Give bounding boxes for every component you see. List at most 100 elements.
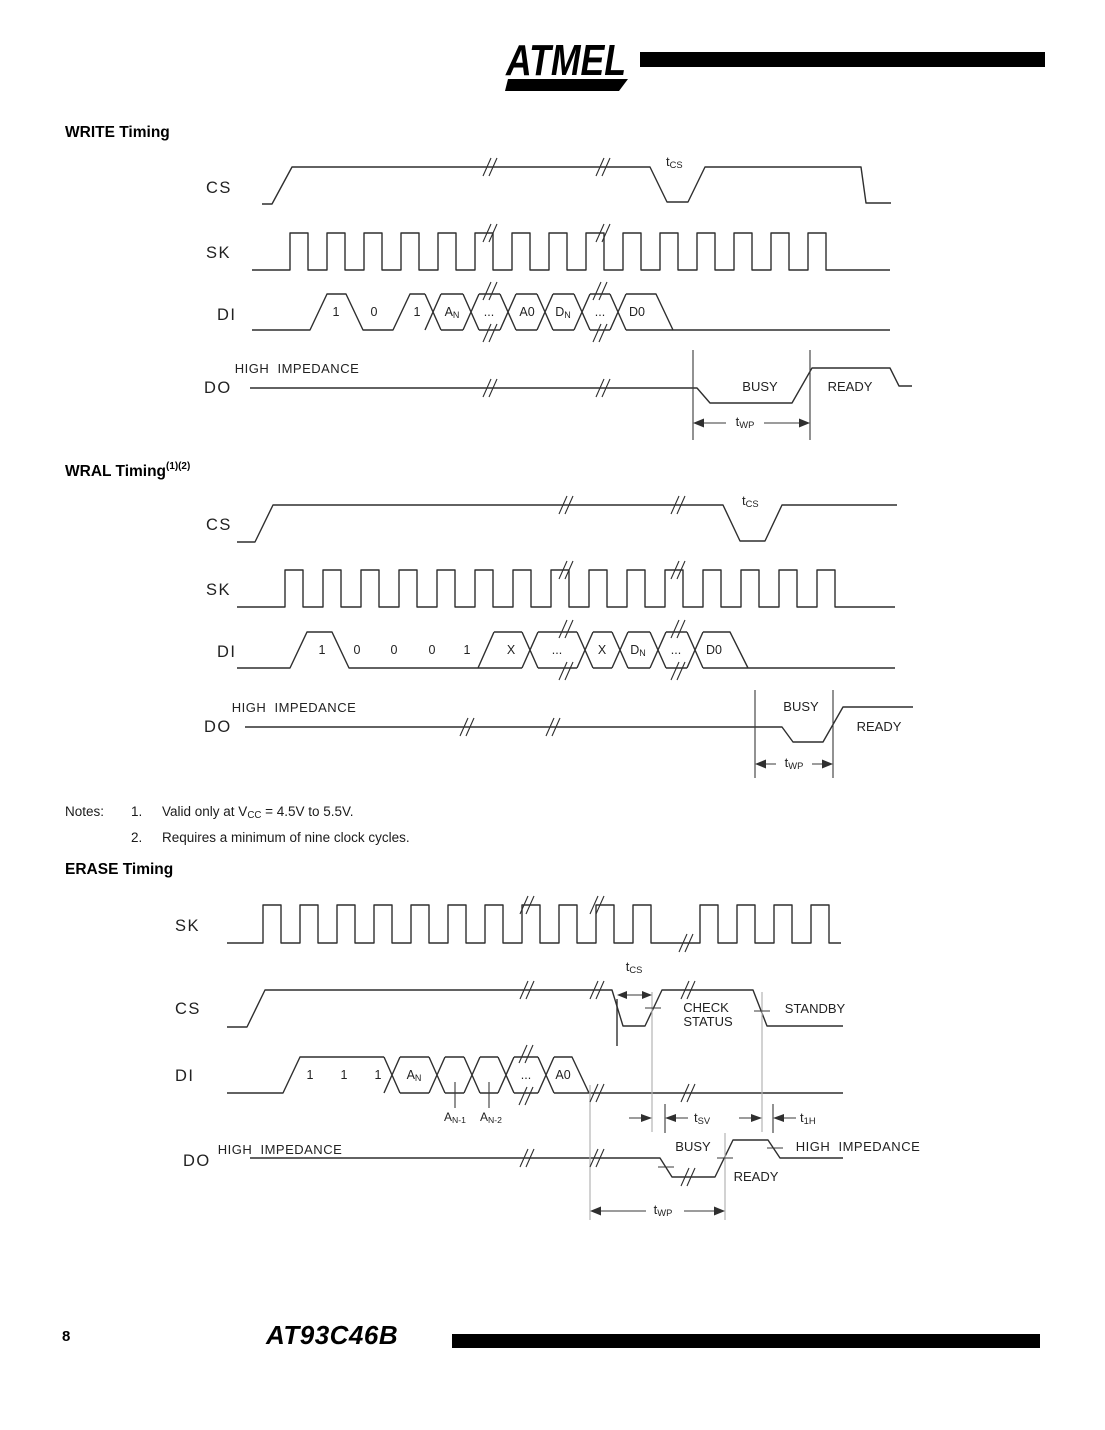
write-di-bit: 1 [413,305,421,319]
wral-timing-diagram [237,504,913,778]
erase-gray-reference-lines [589,992,763,1220]
wral-ready-label: READY [856,719,902,734]
erase-valid-boundary-lines [664,1104,774,1133]
write-busy-label: BUSY [742,379,778,394]
notes-label: Notes: [65,804,105,819]
erase-high-impedance-left-label: HIGH IMPEDANCE [217,1142,343,1157]
write-di-bit: AN [444,305,460,320]
write-do-waveform [250,367,912,404]
wral-di-bit: DN [630,643,646,658]
erase-di-waveform [227,1056,843,1094]
wral-timing-heading: WRAL Timing(1)(2) [65,461,191,480]
note-2-text: Requires a minimum of nine clock cycles. [162,830,410,845]
erase-status-label: STATUS [683,1014,733,1029]
wral-di-bit: 0 [428,643,436,657]
erase-di-label: DI [175,1067,195,1085]
write-ready-label: READY [827,379,873,394]
erase-di-crossings [383,1056,555,1094]
erase-cs-label: CS [175,1000,201,1018]
write-twp-boundary-lines [692,350,811,440]
write-di-bit: DN [555,305,571,320]
wral-do-waveform [245,706,913,743]
note-2-number: 2. [131,830,143,845]
write-di-waveform [252,293,890,331]
wral-cs-label: CS [206,516,232,534]
erase-an2-label: AN-2 [480,1110,502,1125]
atmel-logo-text: ATMEL [505,36,626,85]
measurement-arrowheads [590,418,833,1216]
erase-di-leader-lines [454,1082,490,1108]
erase-di-bit: AN [406,1068,422,1083]
write-di-bit: ... [483,305,495,319]
write-di-bit: 0 [370,305,378,319]
write-timing-heading: WRITE Timing [65,124,170,141]
write-di-crossings [424,293,627,331]
erase-di-bit: A0 [555,1068,571,1082]
erase-tsv-annotation: tSV [694,1110,711,1126]
wral-di-label: DI [217,643,237,661]
wral-di-bit: X [506,643,516,657]
header-rule [640,52,1045,67]
write-di-label: DI [217,306,237,324]
erase-edge-tick-marks [645,1007,783,1168]
erase-di-bit: ... [520,1068,532,1082]
atmel-logo: ATMEL [505,30,630,99]
erase-sk-waveform [227,904,841,944]
write-cs-label: CS [206,179,232,197]
erase-cs-waveform [227,989,843,1028]
wral-di-bit: X [597,643,607,657]
wral-di-waveform [237,631,895,669]
page-number: 8 [62,1328,71,1345]
write-twp-annotation: tWP [735,414,755,430]
wral-tcs-annotation: tCS [742,493,759,509]
write-sk-label: SK [206,244,232,262]
wral-di-bit: 0 [390,643,398,657]
wral-di-bit: ... [551,643,563,657]
write-di-bit: D0 [629,305,645,319]
wral-di-crossings [521,631,704,669]
note-1-number: 1. [131,804,143,819]
erase-check-label: CHECK [683,1000,729,1015]
write-di-bit: A0 [519,305,535,319]
wral-di-bit: D0 [706,643,722,657]
wral-cs-waveform [237,504,897,543]
erase-an1-label: AN-1 [444,1110,466,1125]
write-sk-waveform [252,232,890,271]
atmel-logo-graphic: ATMEL [505,36,628,91]
write-cs-waveform [262,166,891,205]
wral-di-bit: 1 [318,643,326,657]
erase-di-bit: 1 [374,1068,382,1082]
erase-tcs-annotation: tCS [625,959,643,975]
erase-twp-annotation: tWP [653,1202,673,1218]
wral-twp-annotation: tWP [784,755,804,771]
part-number: AT93C46B [266,1320,399,1350]
erase-di-bit: 1 [306,1068,314,1082]
wral-di-bit: 0 [353,643,361,657]
wral-di-bit: 1 [463,643,471,657]
erase-arrow-shafts [601,994,796,1212]
wral-twp-boundary-lines [754,690,834,778]
wral-sk-label: SK [206,581,232,599]
write-di-bit: 1 [332,305,340,319]
write-high-impedance-label: HIGH IMPEDANCE [234,361,360,376]
break-marks [459,157,696,1187]
atmel-logo-underline [505,79,628,91]
wral-do-label: DO [204,718,232,736]
erase-di-bit: 1 [340,1068,348,1082]
erase-ready-label: READY [733,1169,779,1184]
wral-sk-waveform [237,569,895,608]
write-di-bit: ... [594,305,606,319]
erase-t1h-annotation: t1H [800,1110,816,1126]
note-1-text: Valid only at VCC = 4.5V to 5.5V. [162,804,354,821]
erase-timing-diagram [227,904,843,1220]
write-tcs-annotation: tCS [666,154,683,170]
erase-standby-label: STANDBY [784,1001,846,1016]
wral-di-bit: ... [670,643,682,657]
erase-sk-label: SK [175,917,201,935]
wral-busy-label: BUSY [783,699,819,714]
write-timing-diagram [250,166,912,440]
write-do-label: DO [204,379,232,397]
erase-do-label: DO [183,1152,211,1170]
